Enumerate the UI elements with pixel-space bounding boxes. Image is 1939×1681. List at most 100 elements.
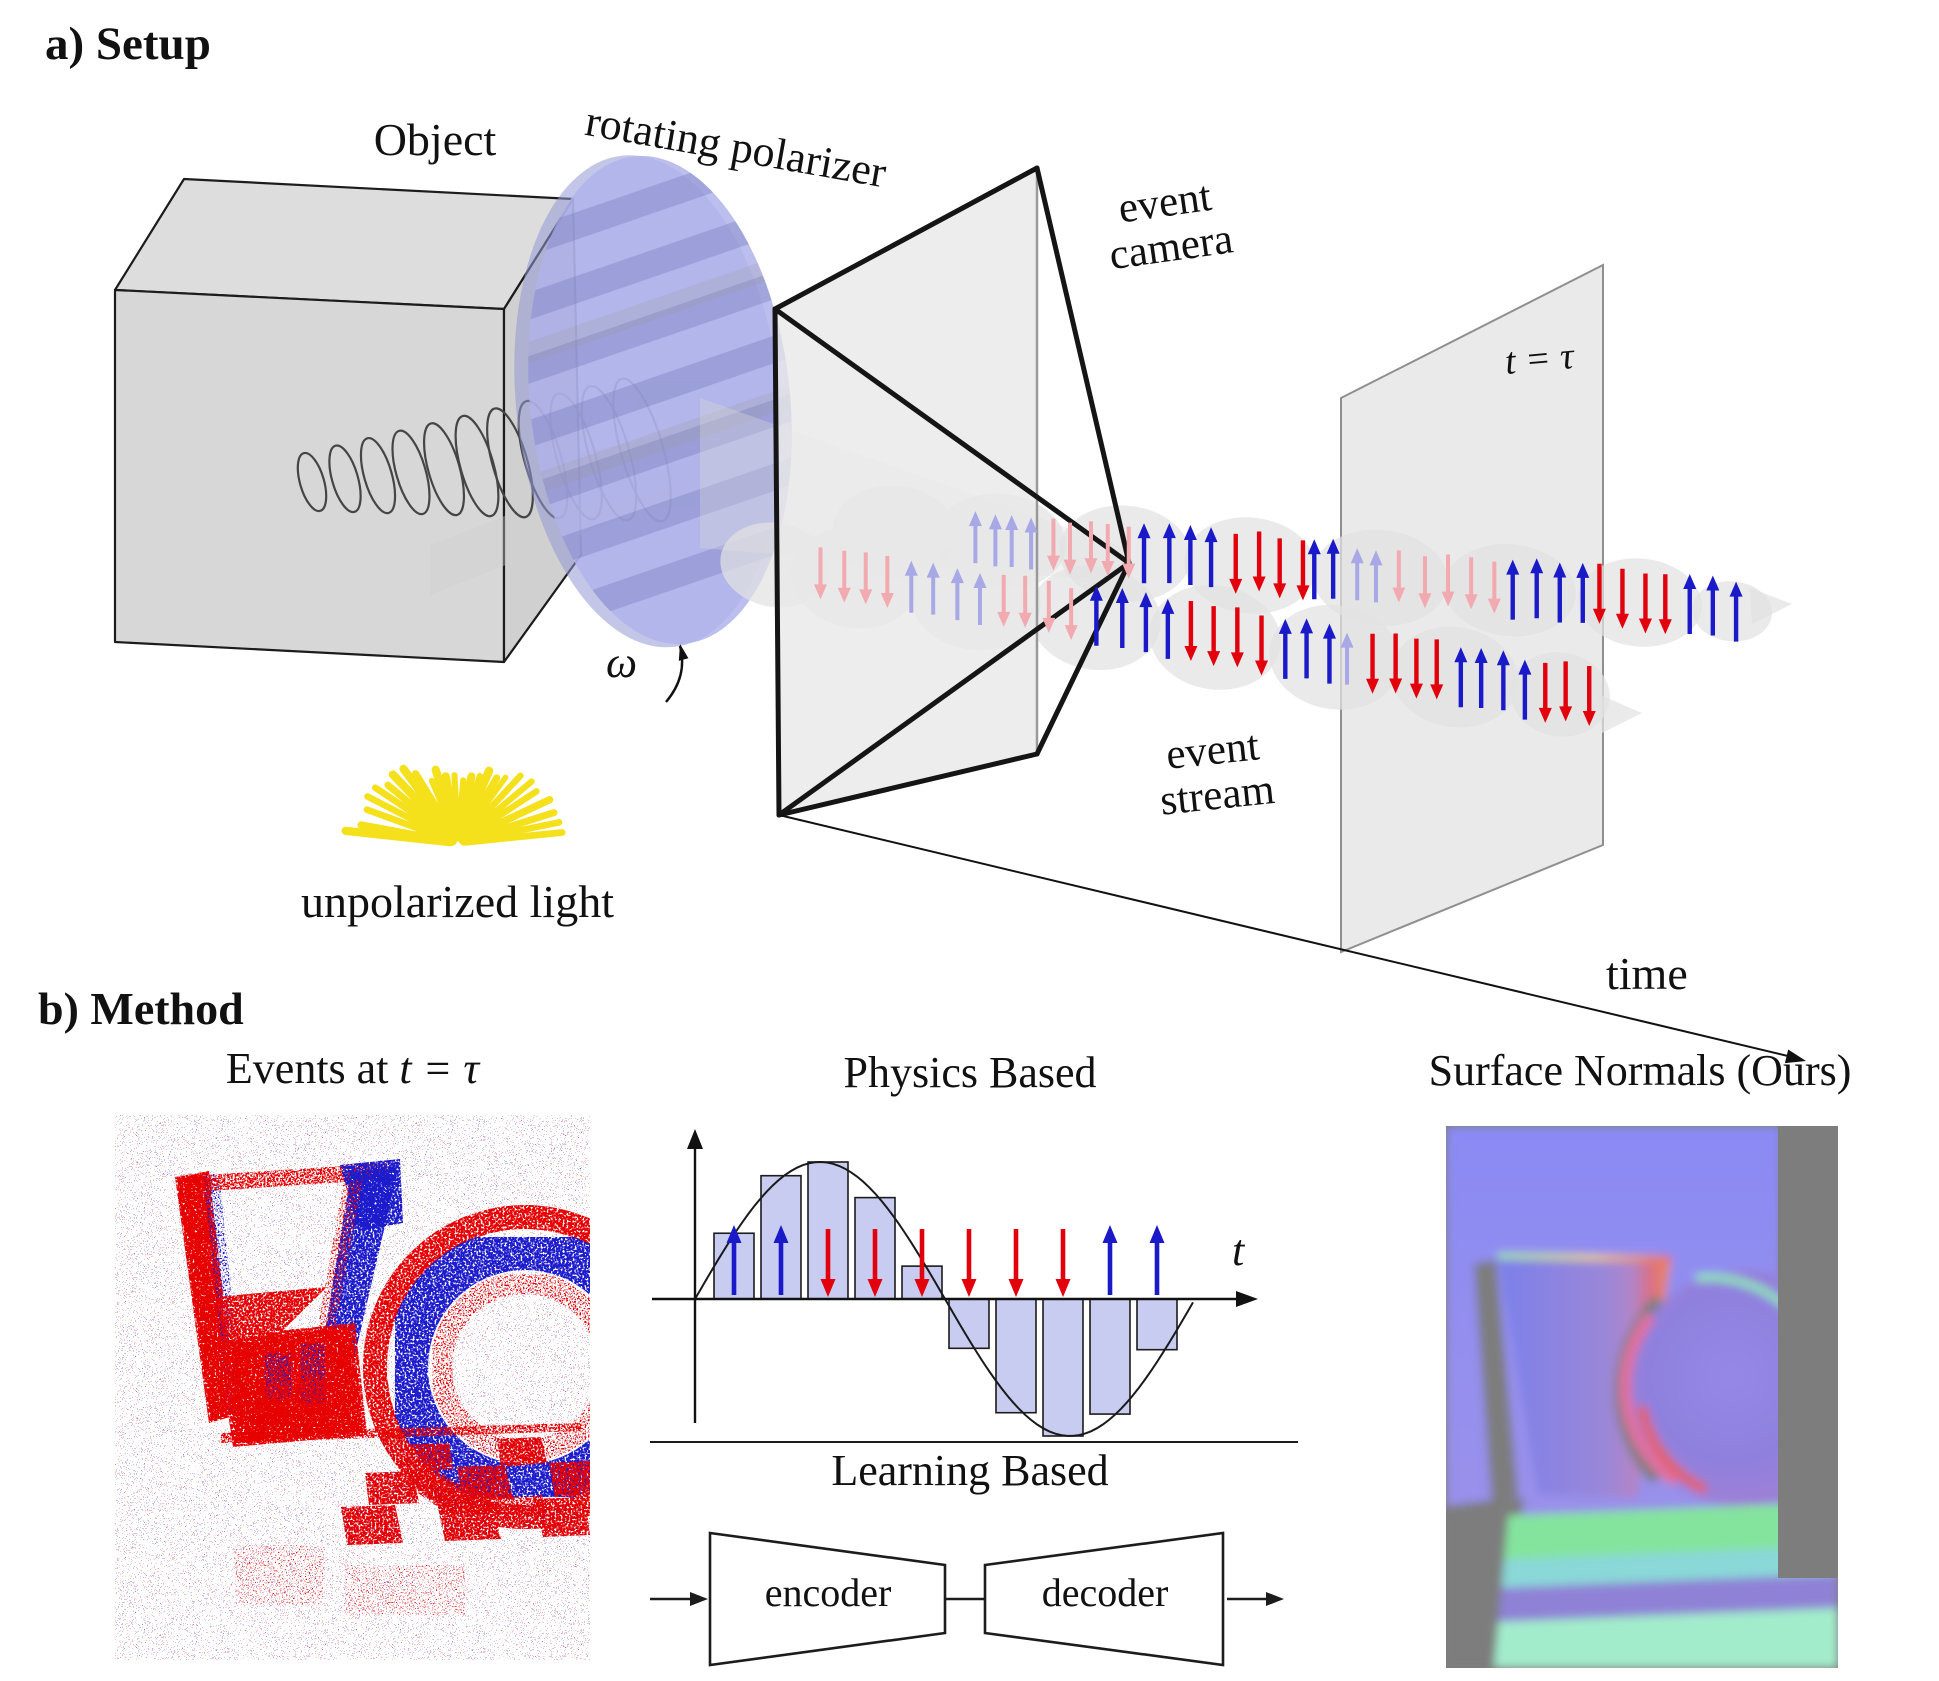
helix-loop — [391, 429, 431, 516]
stream-arrow — [997, 574, 1011, 627]
stream-arrow — [1018, 575, 1032, 628]
encoder-label: encoder — [764, 1570, 892, 1615]
wave-lobe-tip — [1598, 694, 1642, 733]
polarity-arrow — [773, 1225, 789, 1295]
sine-curve — [694, 1160, 1194, 1437]
stream-arrow — [1729, 581, 1743, 642]
object-label: Object — [373, 114, 497, 165]
wave-lobe-tip — [1750, 588, 1792, 624]
physics-bar — [1042, 1298, 1084, 1437]
physics-bar — [1136, 1298, 1178, 1351]
light-ray — [458, 813, 492, 844]
section-a-heading: a) Setup — [45, 18, 211, 70]
stream-arrow — [1559, 661, 1573, 722]
stream-arrow — [1278, 618, 1292, 679]
stream-arrow — [1101, 523, 1115, 576]
stream-arrow — [1139, 592, 1153, 653]
stream-arrow — [1464, 557, 1478, 610]
setup-scene — [113, 142, 1806, 1064]
stream-arrow — [1340, 632, 1354, 685]
normals-plate-rim-red — [1637, 1405, 1709, 1495]
stream-arrow — [1389, 633, 1403, 694]
stream-arrow — [1530, 558, 1544, 619]
helix-loop — [296, 451, 328, 513]
events-title-text: Events at — [225, 1044, 400, 1093]
normals-image — [1446, 1126, 1838, 1668]
wave-lobe — [1578, 558, 1702, 647]
stream-arrow — [1454, 647, 1468, 708]
stream-arrow — [1089, 585, 1103, 646]
stream-arrow — [1161, 598, 1175, 659]
wave-lobe — [1444, 543, 1576, 637]
polarity-arrow — [1008, 1229, 1024, 1297]
stream-arrow — [1487, 561, 1501, 614]
stream-arrow — [1115, 587, 1129, 648]
stream-arrow — [1506, 559, 1520, 620]
physics-bar — [1089, 1298, 1131, 1415]
event-stream-label: event stream — [1121, 719, 1309, 828]
section-b-heading: b) Method — [38, 983, 244, 1034]
stream-arrow — [1369, 550, 1383, 603]
stream-arrow — [1300, 618, 1314, 679]
stream-arrow — [837, 550, 851, 603]
normals-cup-rim — [1497, 1253, 1672, 1262]
stream-arrow — [926, 562, 940, 615]
physics-panel-title: Physics Based — [843, 1048, 1097, 1097]
stream-arrow — [1322, 623, 1336, 684]
stream-arrow — [1592, 563, 1606, 624]
stream-arrow — [1638, 573, 1652, 634]
stream-arrow — [1392, 550, 1406, 603]
stream-arrow — [1252, 531, 1266, 592]
unpolarized-light-label: unpolarized light — [301, 876, 614, 927]
stream-arrow — [1162, 523, 1176, 584]
stream-arrow — [1496, 650, 1510, 711]
cube-top-face — [113, 177, 575, 311]
stream-arrow — [1296, 540, 1310, 601]
time-axis-label: time — [1606, 948, 1688, 999]
events-checker-noise — [340, 1435, 590, 1555]
normals-gray-slit — [1474, 1260, 1518, 1504]
stream-arrow — [1538, 662, 1552, 723]
events-table-edge — [221, 1423, 581, 1443]
stream-arrow — [1350, 548, 1364, 601]
stream-arrow — [1063, 522, 1077, 575]
stream-arrow — [1307, 539, 1321, 600]
normals-table-band2 — [1446, 1546, 1838, 1590]
physics-t-label: t — [1232, 1226, 1245, 1275]
light-ray — [341, 826, 455, 847]
normals-table-band4 — [1446, 1608, 1838, 1668]
polarity-arrow — [961, 1229, 977, 1297]
stream-arrow — [1326, 538, 1340, 599]
stream-arrow — [1474, 648, 1488, 709]
stream-arrow — [1137, 523, 1151, 584]
cube-front-face — [113, 288, 506, 664]
helix-loop — [454, 414, 500, 518]
stream-arrow — [1418, 556, 1432, 609]
stream-arrow — [1553, 562, 1567, 623]
normals-table-band3 — [1446, 1574, 1838, 1624]
wave-lobe — [1391, 626, 1519, 728]
stream-arrow — [1183, 525, 1197, 586]
stream-arrow — [1207, 606, 1221, 667]
polarity-arrow — [1149, 1225, 1165, 1295]
normals-gray-column — [1778, 1126, 1838, 1578]
events-cup — [175, 1159, 403, 1447]
decoder-block — [983, 1531, 1225, 1667]
normals-plate-rim-pink — [1619, 1312, 1680, 1487]
stream-arrow — [1273, 538, 1287, 599]
normals-table-band1 — [1446, 1502, 1838, 1562]
plane-time-label: t = τ — [1503, 335, 1576, 383]
stream-arrow — [1042, 580, 1056, 633]
omega-label: ω — [606, 638, 638, 687]
events-panel-title: Events at t = τ — [115, 1044, 590, 1093]
stream-arrow — [859, 552, 873, 605]
stream-arrow — [1706, 575, 1720, 636]
stream-arrow — [1230, 607, 1244, 668]
events-image — [115, 1115, 590, 1660]
polarity-arrow — [867, 1229, 883, 1297]
method-divider — [650, 1441, 1298, 1443]
omega-rotation-arrow — [665, 644, 689, 703]
time-axis — [778, 814, 1806, 1064]
event-stream-arrows — [813, 511, 1743, 726]
stream-arrow — [1518, 659, 1532, 720]
